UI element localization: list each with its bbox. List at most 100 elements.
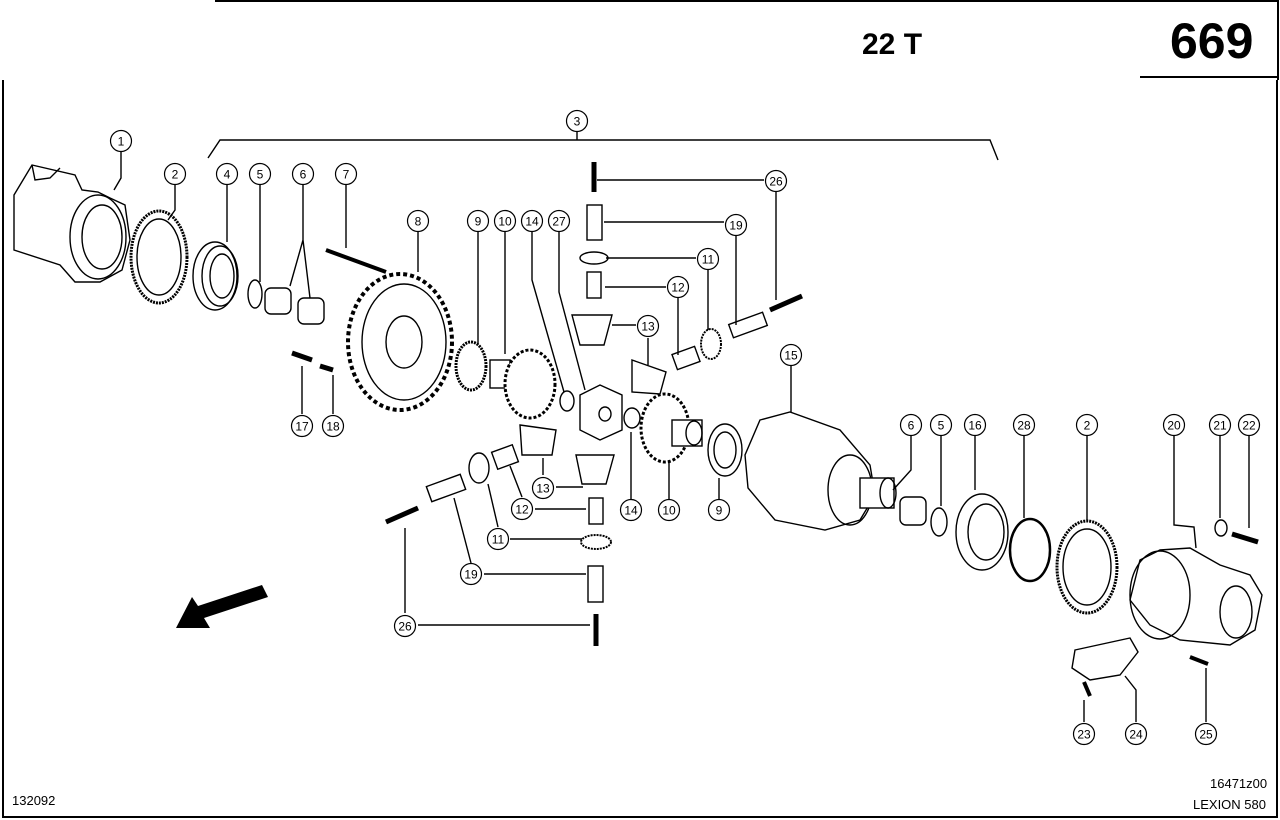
callout-circle [486, 527, 510, 551]
callout-c11a: 11 [696, 247, 720, 271]
callout-label: 10 [662, 504, 676, 518]
callout-circle [779, 343, 803, 367]
callout-circle [321, 414, 345, 438]
callout-label: 28 [1017, 419, 1031, 433]
callout-label: 13 [536, 482, 550, 496]
part-8-ring-gear [346, 272, 454, 412]
callout-c9a: 9 [466, 209, 490, 233]
part-27-spider [579, 384, 623, 441]
callout-circle [531, 476, 555, 500]
callout-circle [510, 497, 534, 521]
part-5-ring-left [247, 279, 263, 309]
part-12-bush-top [586, 271, 602, 299]
callout-label: 22 [1242, 419, 1256, 433]
callout-circle [493, 209, 517, 233]
part-26-bolt-lower [384, 505, 420, 525]
callout-c19a: 19 [724, 213, 748, 237]
callout-circle [724, 213, 748, 237]
callout-c23: 23 [1072, 722, 1096, 746]
callout-label: 16 [968, 419, 982, 433]
callout-circle [248, 162, 272, 186]
footer-model: LEXION 580 [1193, 797, 1266, 812]
frame-bottom [2, 816, 1278, 818]
callout-circle [393, 614, 417, 638]
callout-circle [1075, 413, 1099, 437]
part-13-pinion-right [631, 359, 667, 395]
callout-label: 7 [343, 168, 350, 182]
part-12-bush-right [671, 345, 701, 371]
part-10-side-gear-right [639, 392, 703, 464]
callout-c1: 1 [109, 129, 133, 153]
callout-c26b: 26 [393, 614, 417, 638]
callout-circle [636, 314, 660, 338]
part-1-housing [13, 164, 131, 283]
callout-c4: 4 [215, 162, 239, 186]
header-right-rule [1277, 0, 1279, 80]
part-22-bolt [1231, 531, 1259, 545]
callout-label: 6 [908, 419, 915, 433]
callout-label: 9 [475, 215, 482, 229]
callout-label: 24 [1129, 728, 1143, 742]
part-14-ring-left [559, 390, 575, 412]
callout-label: 14 [525, 215, 539, 229]
callout-label: 5 [938, 419, 945, 433]
callout-c7: 7 [334, 162, 358, 186]
part-11-washer-top [579, 251, 609, 265]
callout-c20: 20 [1162, 413, 1186, 437]
callout-c13b: 13 [531, 476, 555, 500]
callout-c27: 27 [547, 209, 571, 233]
callout-circle [707, 498, 731, 522]
part-9-washer-right [707, 423, 743, 477]
callout-c28: 28 [1012, 413, 1036, 437]
part-24-cover [1071, 637, 1139, 681]
callout-circle [899, 413, 923, 437]
callout-c21: 21 [1208, 413, 1232, 437]
part-16-bearing [955, 493, 1009, 571]
part-2-gasket-right [1055, 519, 1119, 615]
callout-label: 26 [769, 175, 783, 189]
callout-c19b: 19 [459, 562, 483, 586]
part-13-pinion-top [571, 314, 613, 346]
part-20-housing-right [1129, 547, 1263, 646]
part-25-screw [1189, 655, 1209, 666]
part-4-bearing [192, 241, 239, 311]
callout-label: 17 [295, 420, 309, 434]
callout-c10b: 10 [657, 498, 681, 522]
page-number: 669 [1170, 13, 1254, 69]
callout-c16: 16 [963, 413, 987, 437]
part-11-washer-lower [468, 452, 490, 484]
callout-c12a: 12 [666, 275, 690, 299]
callout-label: 6 [300, 168, 307, 182]
header-top-rule [215, 0, 1277, 2]
callout-label: 19 [464, 568, 478, 582]
callout-circle [565, 109, 589, 133]
callout-c8: 8 [406, 209, 430, 233]
callout-c26a: 26 [764, 169, 788, 193]
callout-circle [1124, 722, 1148, 746]
callout-circle [764, 169, 788, 193]
callout-circle [657, 498, 681, 522]
callout-c17: 17 [290, 414, 314, 438]
callout-label: 18 [326, 420, 340, 434]
callout-circle [963, 413, 987, 437]
callout-c22: 22 [1237, 413, 1261, 437]
callout-circle [666, 275, 690, 299]
callout-circle [520, 209, 544, 233]
callout-label: 25 [1199, 728, 1213, 742]
callout-label: 11 [492, 533, 505, 547]
callout-label: 12 [671, 281, 685, 295]
part-13-pinion-bottom [575, 454, 615, 485]
part-11-washer-bottom [580, 534, 612, 550]
part-19-sleeve-bottom [587, 565, 604, 603]
callout-circle [1162, 413, 1186, 437]
callout-circle [1194, 722, 1218, 746]
callout-c9b: 9 [707, 498, 731, 522]
callout-label: 5 [257, 168, 264, 182]
callout-circle [291, 162, 315, 186]
callout-c18: 18 [321, 414, 345, 438]
callout-c25: 25 [1194, 722, 1218, 746]
callout-label: 11 [702, 253, 715, 267]
callout-c24: 24 [1124, 722, 1148, 746]
part-6-bushings-left [264, 287, 325, 325]
